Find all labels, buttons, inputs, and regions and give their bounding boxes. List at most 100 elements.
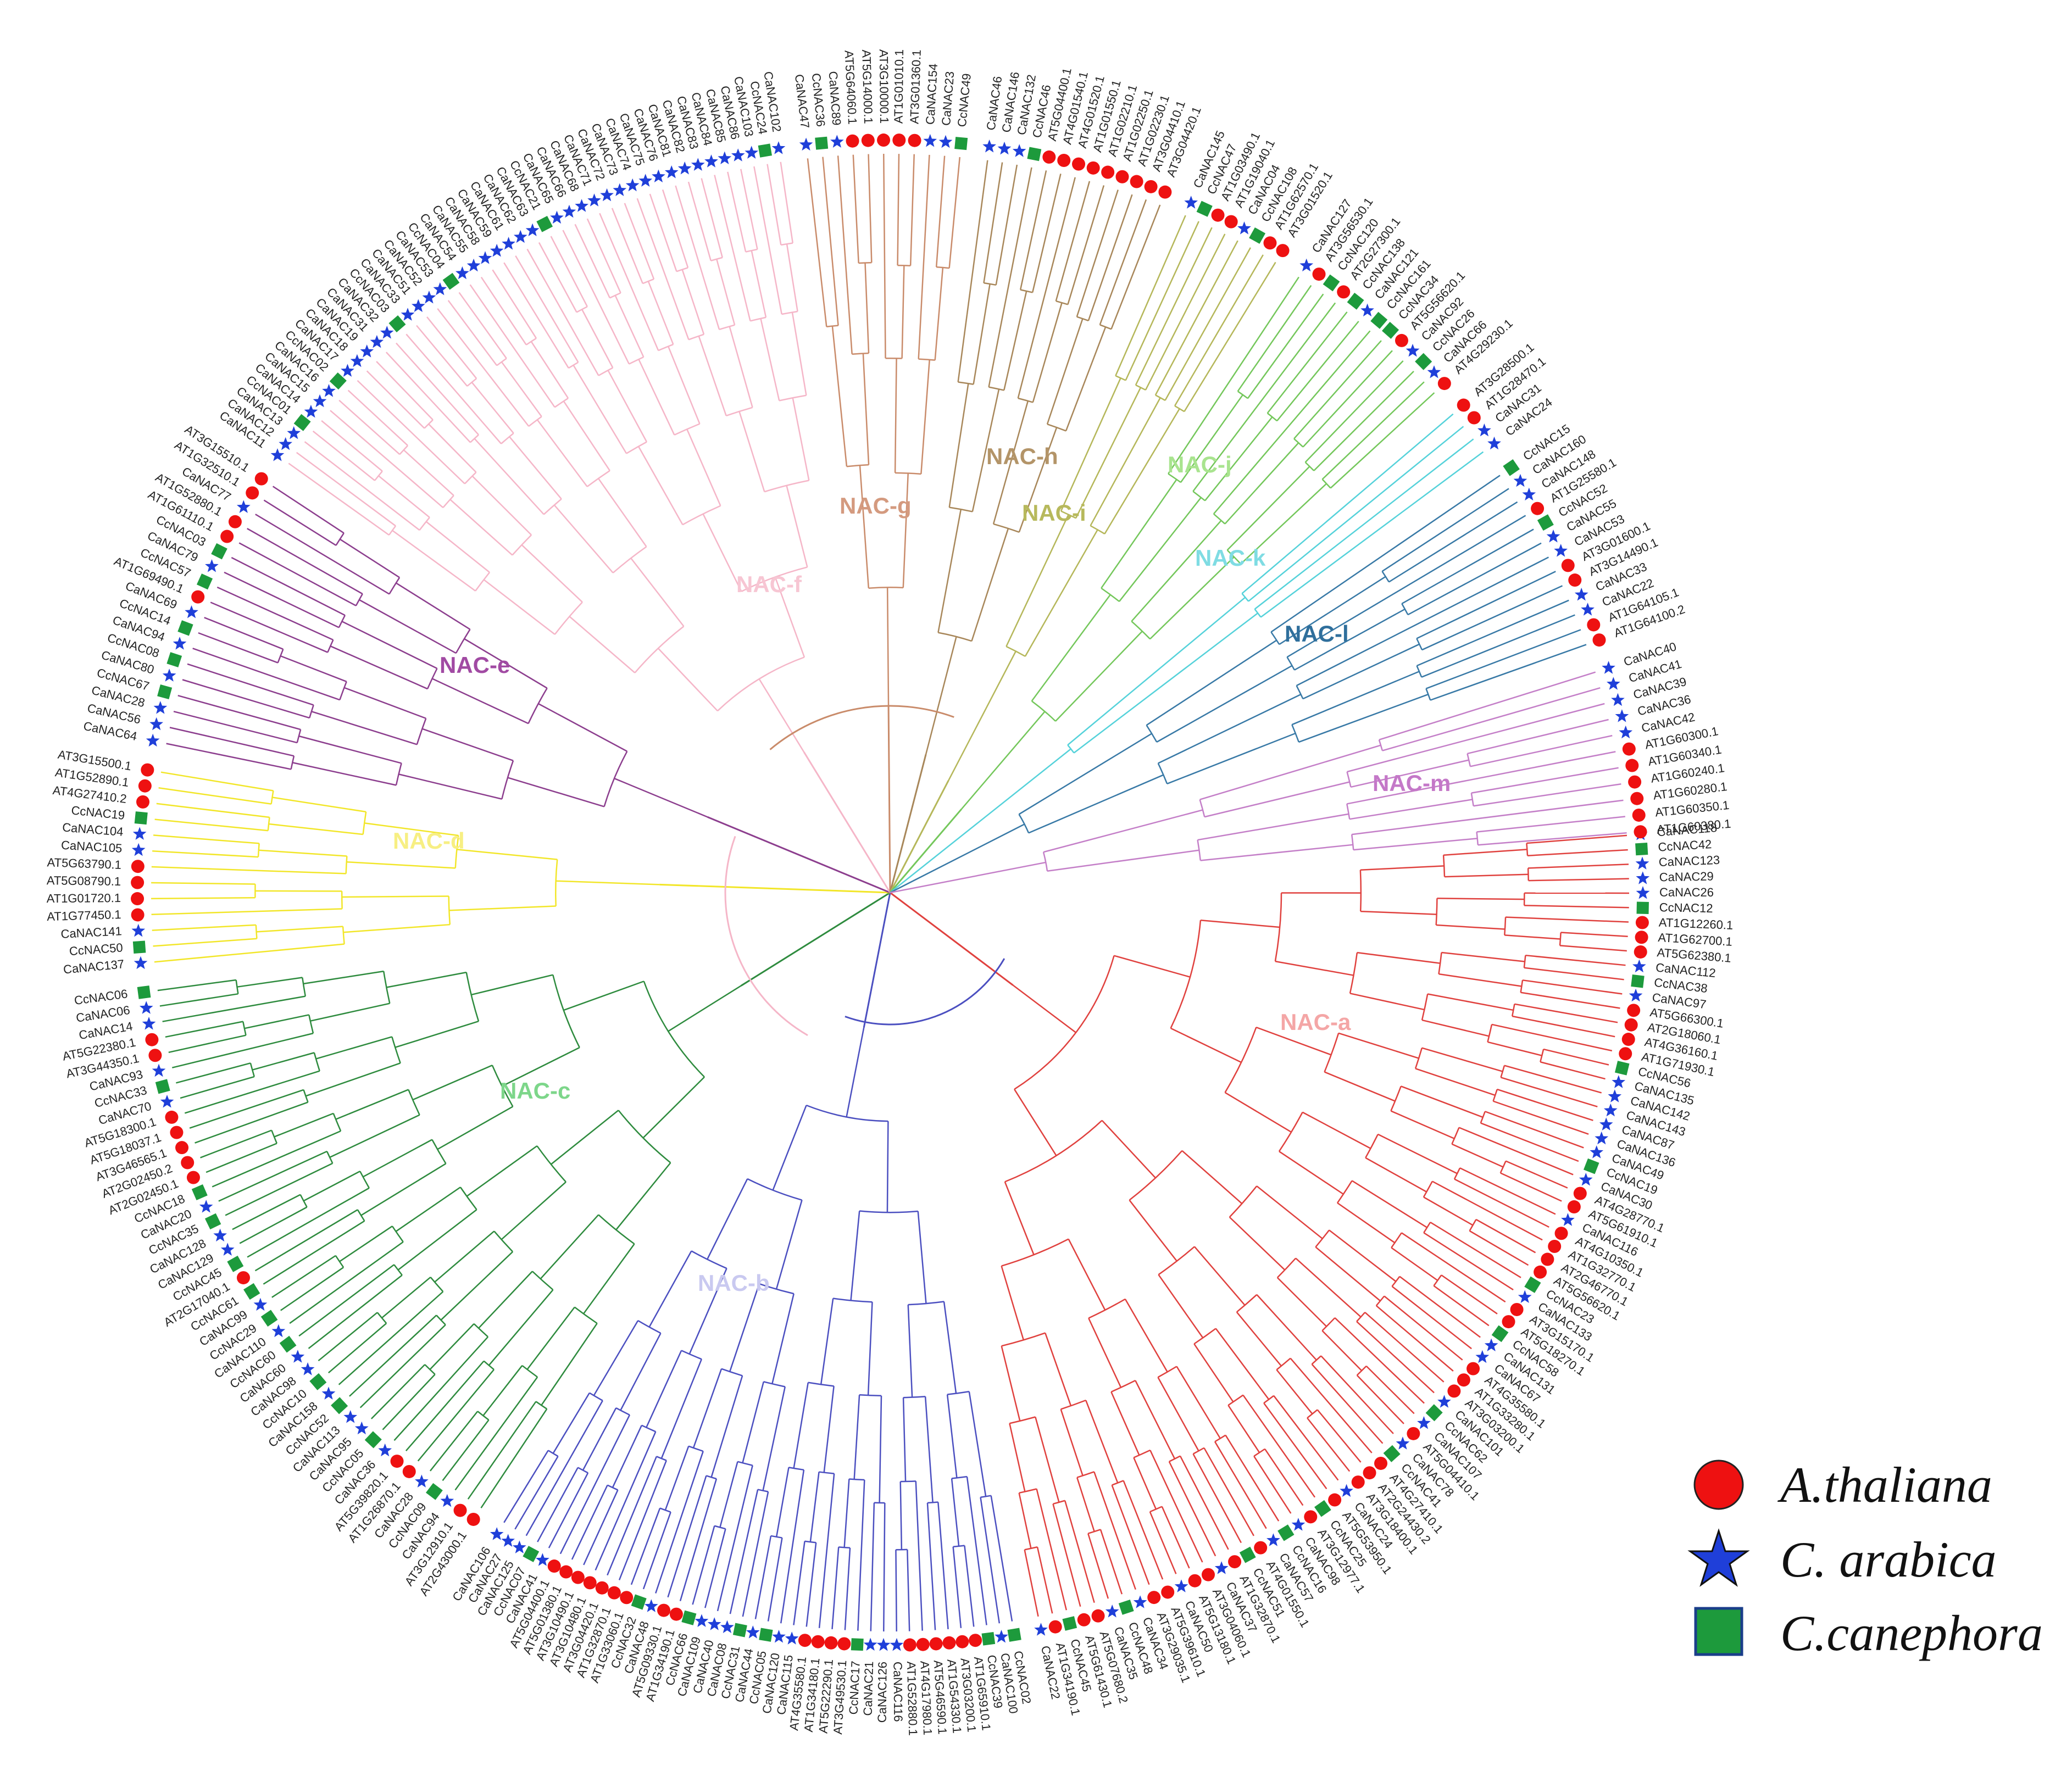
star-icon bbox=[625, 178, 640, 192]
leaf-branch bbox=[151, 866, 346, 874]
internal-branch bbox=[432, 678, 529, 725]
internal-arc bbox=[465, 972, 480, 1022]
internal-branch bbox=[1028, 774, 1164, 834]
square-icon bbox=[1383, 1445, 1401, 1462]
internal-branch bbox=[642, 1076, 705, 1139]
internal-branch bbox=[509, 436, 562, 500]
internal-arc bbox=[1351, 834, 1354, 850]
star-icon bbox=[1636, 886, 1650, 899]
star-icon bbox=[890, 1637, 904, 1651]
internal-branch bbox=[1291, 671, 1420, 726]
circle-icon bbox=[607, 1586, 621, 1600]
circle-icon bbox=[1351, 1475, 1365, 1489]
internal-arc bbox=[466, 378, 477, 387]
star-icon bbox=[1291, 1518, 1306, 1531]
internal-branch bbox=[412, 1065, 493, 1101]
internal-branch bbox=[268, 823, 363, 835]
internal-branch bbox=[1353, 838, 1477, 851]
internal-branch bbox=[1321, 1330, 1363, 1372]
internal-branch bbox=[1360, 865, 1445, 871]
square-icon bbox=[1062, 1616, 1077, 1631]
internal-arc bbox=[313, 1052, 320, 1072]
leaf-branch bbox=[1430, 1222, 1521, 1278]
circle-icon bbox=[1632, 808, 1646, 822]
star-icon bbox=[322, 384, 336, 397]
star-icon bbox=[1174, 1579, 1188, 1592]
leaf-branch bbox=[347, 389, 408, 447]
internal-branch bbox=[1421, 1019, 1490, 1037]
clade-nac-b bbox=[503, 892, 1013, 1631]
leaf-branch bbox=[1475, 1218, 1536, 1254]
circle-icon bbox=[136, 795, 149, 809]
star-icon bbox=[1214, 1561, 1229, 1574]
internal-branch bbox=[471, 475, 532, 536]
leaf-branch bbox=[1237, 285, 1312, 392]
internal-branch bbox=[1003, 291, 1027, 391]
clade-stem bbox=[890, 892, 1014, 986]
internal-arc bbox=[1020, 289, 1033, 293]
leaf-branch bbox=[818, 1473, 835, 1628]
internal-branch bbox=[573, 365, 627, 454]
internal-arc bbox=[897, 264, 911, 266]
internal-branch bbox=[1302, 1111, 1371, 1149]
internal-branch bbox=[364, 822, 459, 837]
internal-arc bbox=[391, 1226, 404, 1243]
star-icon bbox=[455, 266, 469, 280]
internal-branch bbox=[1276, 1277, 1327, 1327]
circle-icon bbox=[1587, 618, 1601, 632]
square-icon bbox=[309, 1373, 327, 1390]
leaf-branch bbox=[318, 1312, 378, 1362]
internal-branch bbox=[612, 1425, 642, 1488]
clade-nac-c bbox=[157, 892, 891, 1508]
star-icon bbox=[1599, 1117, 1613, 1130]
internal-arc bbox=[951, 1475, 968, 1479]
internal-branch bbox=[1158, 693, 1302, 764]
internal-arc bbox=[345, 856, 348, 874]
internal-branch bbox=[1295, 1257, 1362, 1318]
internal-branch bbox=[1302, 643, 1420, 700]
leaf-branch bbox=[630, 1508, 661, 1585]
star-icon bbox=[799, 137, 813, 151]
internal-arc bbox=[1253, 1448, 1265, 1457]
leaf-branch bbox=[571, 1485, 608, 1560]
clade-stem bbox=[707, 816, 891, 894]
internal-arc bbox=[681, 1350, 702, 1360]
leaf-branch bbox=[831, 1547, 840, 1629]
internal-branch bbox=[843, 1479, 850, 1548]
circle-icon bbox=[1086, 161, 1100, 175]
internal-branch bbox=[1441, 951, 1525, 962]
internal-branch bbox=[792, 397, 810, 481]
star-icon bbox=[1012, 144, 1026, 157]
leaf-branch bbox=[359, 1324, 446, 1408]
internal-branch bbox=[823, 1386, 835, 1473]
internal-arc bbox=[980, 1495, 991, 1498]
square-icon bbox=[279, 1335, 297, 1353]
internal-branch bbox=[1427, 993, 1514, 1011]
internal-branch bbox=[707, 1178, 748, 1260]
circle-icon bbox=[1363, 1466, 1376, 1480]
star-icon bbox=[830, 135, 844, 148]
leaf-branch bbox=[1467, 718, 1609, 755]
internal-arc bbox=[1423, 1222, 1431, 1233]
internal-arc bbox=[819, 1471, 835, 1474]
internal-branch bbox=[311, 710, 418, 745]
internal-arc bbox=[764, 480, 809, 493]
leaf-branch bbox=[218, 1150, 327, 1202]
leaf-branch bbox=[780, 161, 794, 243]
internal-branch bbox=[1423, 1196, 1474, 1226]
circle-icon bbox=[1115, 170, 1129, 183]
leaf-label: CaNAC126 bbox=[875, 1662, 890, 1723]
star-icon bbox=[271, 1324, 286, 1338]
square-icon bbox=[1503, 459, 1520, 476]
internal-branch bbox=[488, 1289, 554, 1366]
leaf-branch bbox=[1416, 599, 1569, 667]
leaf-branch bbox=[1321, 381, 1425, 480]
internal-arc bbox=[1131, 621, 1151, 640]
internal-branch bbox=[530, 341, 569, 399]
circle-icon bbox=[131, 860, 145, 873]
star-icon bbox=[422, 291, 436, 304]
leaf-branch bbox=[366, 370, 425, 429]
circle-icon bbox=[1630, 792, 1644, 805]
star-icon bbox=[160, 1095, 174, 1108]
square-icon bbox=[442, 272, 460, 290]
